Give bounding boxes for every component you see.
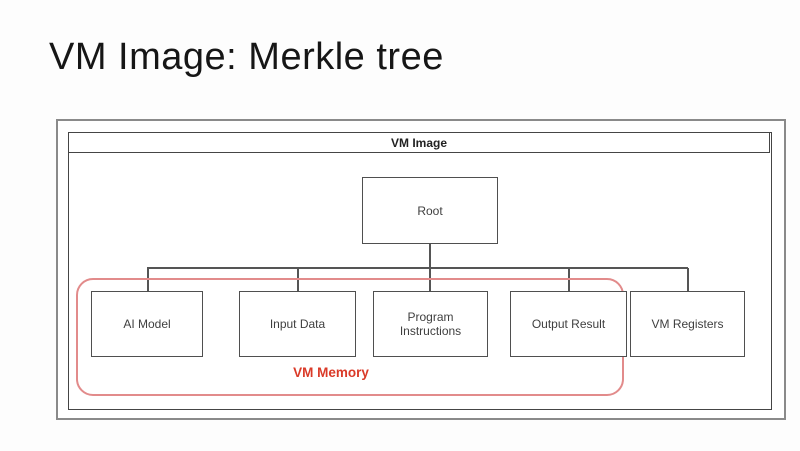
node-root-label: Root: [417, 203, 443, 218]
node-output-result: Output Result: [510, 291, 627, 357]
node-input-data: Input Data: [239, 291, 356, 357]
connector-root-stem: [429, 244, 431, 268]
connector-drop-vm-registers: [687, 268, 689, 291]
connector-bus-line: [147, 267, 688, 269]
vm-image-container-label: VM Image: [390, 135, 447, 150]
node-root: Root: [362, 177, 498, 244]
node-vm-registers-label: VM Registers: [651, 317, 724, 331]
page-title: VM Image: Merkle tree: [49, 36, 444, 78]
vm-image-container-header: VM Image: [68, 132, 770, 153]
node-output-result-label: Output Result: [531, 317, 606, 331]
vm-memory-group-label: VM Memory: [293, 365, 369, 380]
node-vm-registers: VM Registers: [630, 291, 745, 357]
node-ai-model: AI Model: [91, 291, 203, 357]
node-ai-model-label: AI Model: [123, 317, 171, 331]
node-program-instructions: Program Instructions: [373, 291, 488, 357]
node-input-data-label: Input Data: [269, 317, 326, 331]
node-program-instructions-label: Program Instructions: [399, 310, 462, 338]
